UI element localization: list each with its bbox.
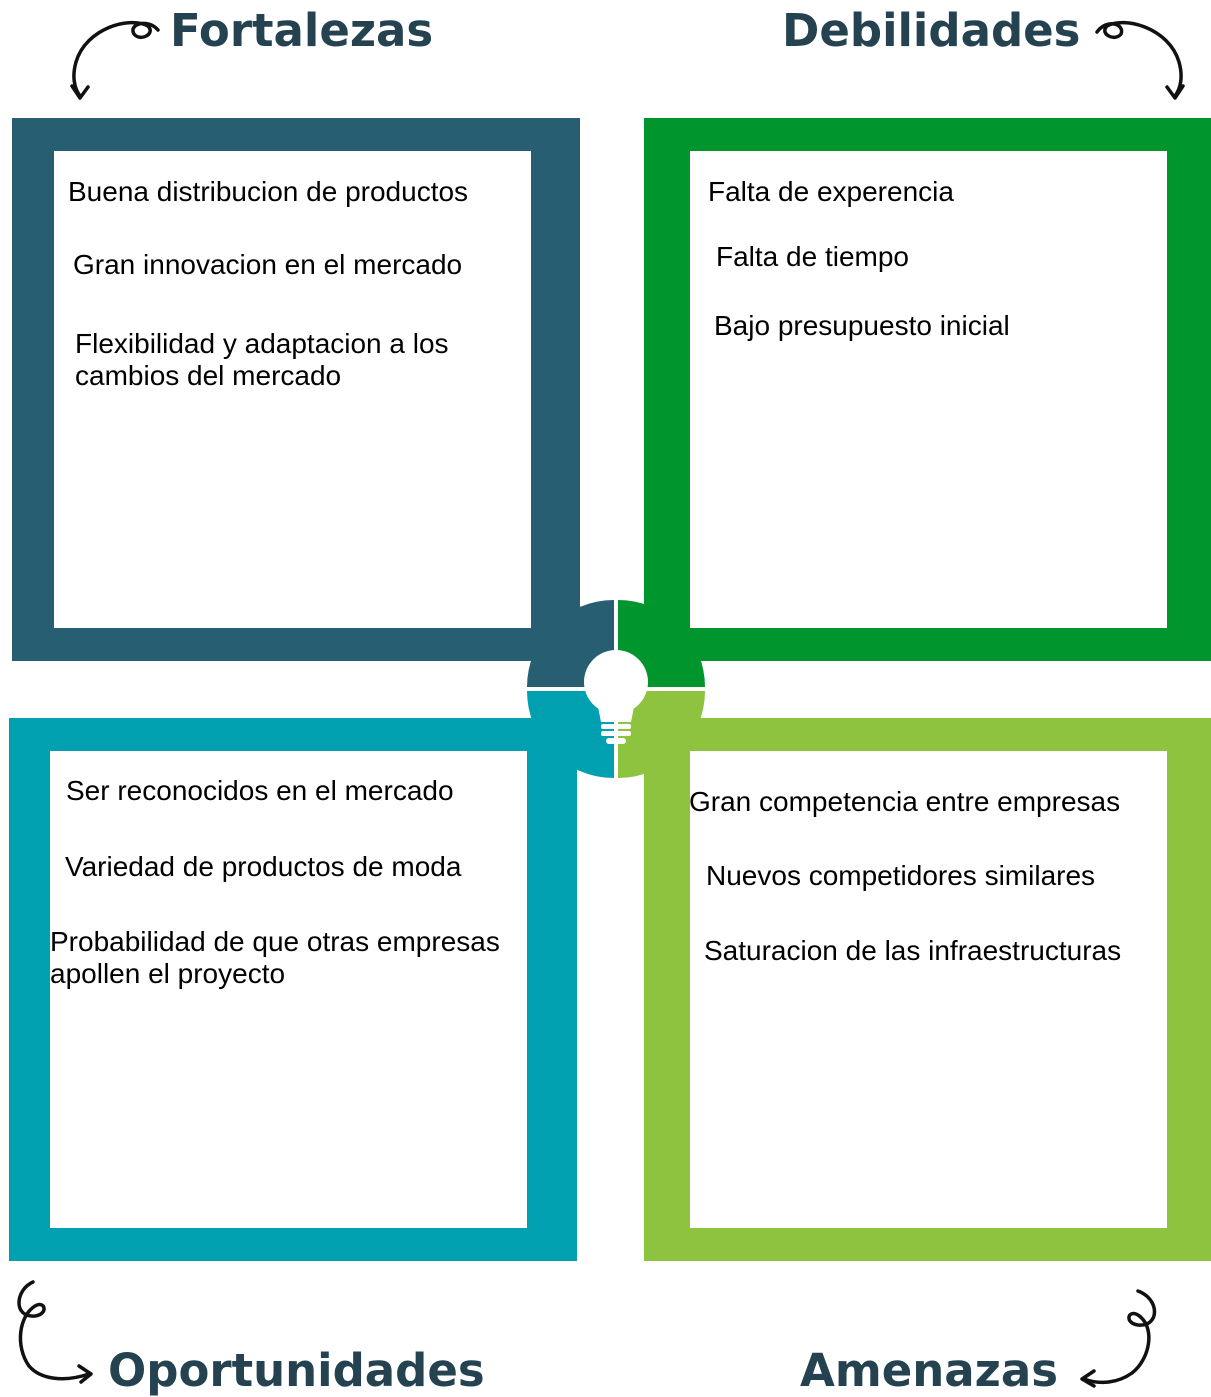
curly-arrow-icon: [70, 20, 160, 100]
oportunidades-box: [9, 718, 577, 1261]
debilidades-title: Debilidades: [782, 4, 1081, 57]
curly-arrow-icon: [1080, 1289, 1157, 1388]
debilidades-box: [644, 118, 1211, 661]
fortalezas-box: [12, 118, 580, 661]
oportunidades-item: Probabilidad de que otras empresas apoll…: [50, 926, 500, 989]
amenazas-item: Nuevos competidores similares: [706, 860, 1096, 891]
curly-arrow-icon: [1095, 20, 1185, 100]
curly-arrow-icon: [17, 1280, 93, 1384]
debilidades-item: Bajo presupuesto inicial: [714, 310, 1010, 341]
fortalezas-item: Gran innovacion en el mercado: [73, 249, 463, 280]
oportunidades-inner: [50, 751, 527, 1228]
oportunidades-title: Oportunidades: [108, 1344, 485, 1397]
amenazas-inner: [690, 751, 1167, 1228]
fortalezas-item: Buena distribucion de productos: [68, 176, 469, 207]
oportunidades-item: Variedad de productos de moda: [65, 851, 462, 882]
fortalezas-title: Fortalezas: [170, 4, 434, 57]
fortalezas-item: Flexibilidad y adaptacion a los cambios …: [75, 328, 449, 391]
lightbulb-icon: [584, 650, 648, 744]
amenazas-item: Saturacion de las infraestructuras: [704, 935, 1122, 966]
fortalezas-inner: [54, 151, 531, 628]
debilidades-item: Falta de experencia: [708, 176, 954, 207]
oportunidades-item: Ser reconocidos en el mercado: [66, 775, 454, 806]
amenazas-box: [644, 718, 1211, 1261]
amenazas-title: Amenazas: [800, 1344, 1058, 1397]
debilidades-item: Falta de tiempo: [716, 241, 909, 272]
debilidades-inner: [690, 151, 1167, 628]
center-quadrant-circle: [527, 600, 705, 778]
amenazas-item: Gran competencia entre empresas: [689, 786, 1121, 817]
